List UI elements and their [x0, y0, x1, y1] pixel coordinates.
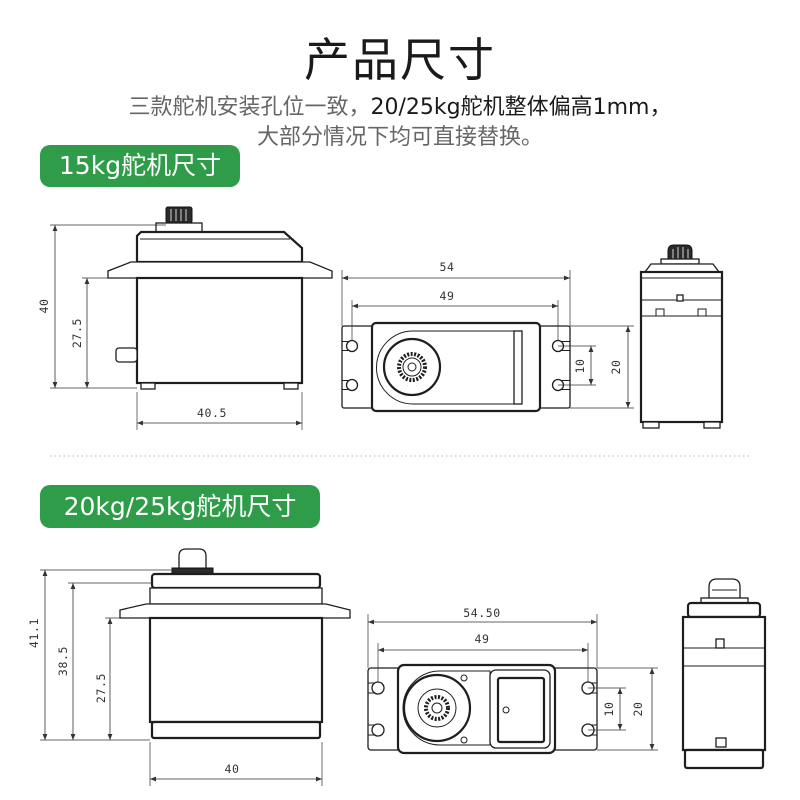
mounting-flange — [119, 603, 351, 619]
output-knob — [178, 548, 207, 571]
dims-20-25kg-top: 54.50 49 10 20 — [367, 606, 658, 751]
side-rib — [513, 330, 523, 405]
mounting-hole — [371, 681, 385, 695]
top-case — [643, 263, 721, 273]
dim-label-depth: 20 — [609, 359, 623, 374]
dim-label-width: 40 — [224, 762, 239, 776]
top-window — [496, 676, 546, 744]
hole-slots — [342, 341, 570, 390]
dims-15kg-side: 40 27.5 40.5 — [37, 224, 303, 430]
window-screw — [502, 706, 510, 714]
subtitle: 三款舵机安装孔位一致，20/25kg舵机整体偏高1mm， 大部分情况下均可直接替… — [0, 93, 800, 153]
gear-cover — [382, 337, 442, 397]
mounting-hole — [345, 339, 359, 353]
flange-tab — [676, 294, 684, 302]
section-label-15kg: 15kg舵机尺寸 — [40, 145, 240, 187]
gear-collar — [660, 258, 700, 265]
gear-collar — [155, 222, 203, 233]
dim-label-height: 40 — [37, 298, 51, 313]
mounting-hole — [371, 723, 385, 737]
section-label-20-25kg: 20kg/25kg舵机尺寸 — [40, 485, 320, 528]
wire-exit — [115, 347, 138, 363]
dims-20-25kg-side: 41.1 38.5 27.5 40 — [27, 569, 323, 786]
foot-right — [283, 382, 299, 390]
output-shaft-screw — [431, 702, 443, 714]
dim-label-length: 54 — [439, 260, 454, 274]
top-case — [135, 230, 304, 264]
extension-lines — [341, 270, 634, 409]
output-gear — [402, 357, 422, 377]
servo-15kg-side-view — [107, 206, 333, 390]
servo-20-25kg-front-view — [681, 578, 767, 770]
flange-tab — [715, 638, 725, 649]
dim-label-hole-row-gap: 10 — [602, 701, 616, 716]
output-hub — [417, 688, 457, 728]
dim-label-hole-spacing: 49 — [439, 289, 454, 303]
bottom-tab — [715, 737, 727, 748]
flange-notches — [655, 308, 707, 316]
case-screw — [460, 674, 468, 682]
bottom-cap — [683, 748, 765, 770]
dim-label-total-height: 41.1 — [27, 618, 41, 648]
lower-case — [135, 276, 304, 385]
case-screw — [460, 736, 468, 744]
servo-15kg-top-view — [341, 321, 571, 413]
lower-case — [148, 616, 324, 724]
subtitle-line2: 大部分情况下均可直接替换。 — [256, 125, 543, 150]
upper-case — [149, 587, 323, 605]
mounting-hole — [345, 378, 359, 392]
case-body — [681, 615, 767, 752]
dim-label-depth: 20 — [631, 701, 645, 716]
horn-outline — [376, 330, 523, 405]
servo-15kg-front-view — [639, 244, 724, 429]
servo-20-25kg-top-view — [367, 663, 598, 755]
subtitle-line1: 三款舵机安装孔位一致，20/25kg舵机整体偏高1mm， — [0, 93, 800, 123]
foot-left — [140, 382, 156, 390]
extension-lines — [367, 614, 658, 751]
bottom-cap — [150, 720, 322, 740]
dim-label-flange-height: 27.5 — [94, 673, 108, 703]
extension-lines — [40, 569, 323, 786]
subtitle-line1-part2: 20/25kg舵机整体偏高1mm， — [370, 95, 672, 120]
output-shaft-screw — [407, 362, 417, 372]
mounting-flange — [107, 261, 333, 279]
output-spline — [667, 244, 693, 263]
dim-label-length: 54.50 — [463, 606, 501, 620]
dim-label-flange-height: 27.5 — [70, 318, 84, 348]
hole-slots — [368, 682, 597, 736]
foot-left — [642, 421, 660, 429]
foot-right — [703, 421, 721, 429]
dims-15kg-top: 54 49 10 20 — [341, 260, 634, 409]
page-title: 产品尺寸 — [304, 33, 496, 87]
spline-teeth — [170, 209, 187, 221]
dim-label-hole-spacing: 49 — [474, 632, 489, 646]
dim-label-hole-row-gap: 10 — [573, 358, 587, 373]
dim-label-width: 40.5 — [197, 406, 227, 420]
top-lid — [686, 601, 762, 619]
output-spline — [165, 206, 193, 224]
dim-label-body-height: 38.5 — [56, 646, 70, 676]
output-gear-teeth — [397, 352, 427, 382]
output-gear-teeth — [424, 695, 450, 721]
spline-teeth — [672, 247, 689, 260]
subtitle-line1-part1: 三款舵机安装孔位一致， — [128, 95, 371, 120]
gear-cover — [402, 673, 472, 743]
extension-lines — [50, 224, 303, 430]
servo-20-25kg-side-view — [119, 548, 351, 740]
top-lid — [150, 572, 322, 590]
